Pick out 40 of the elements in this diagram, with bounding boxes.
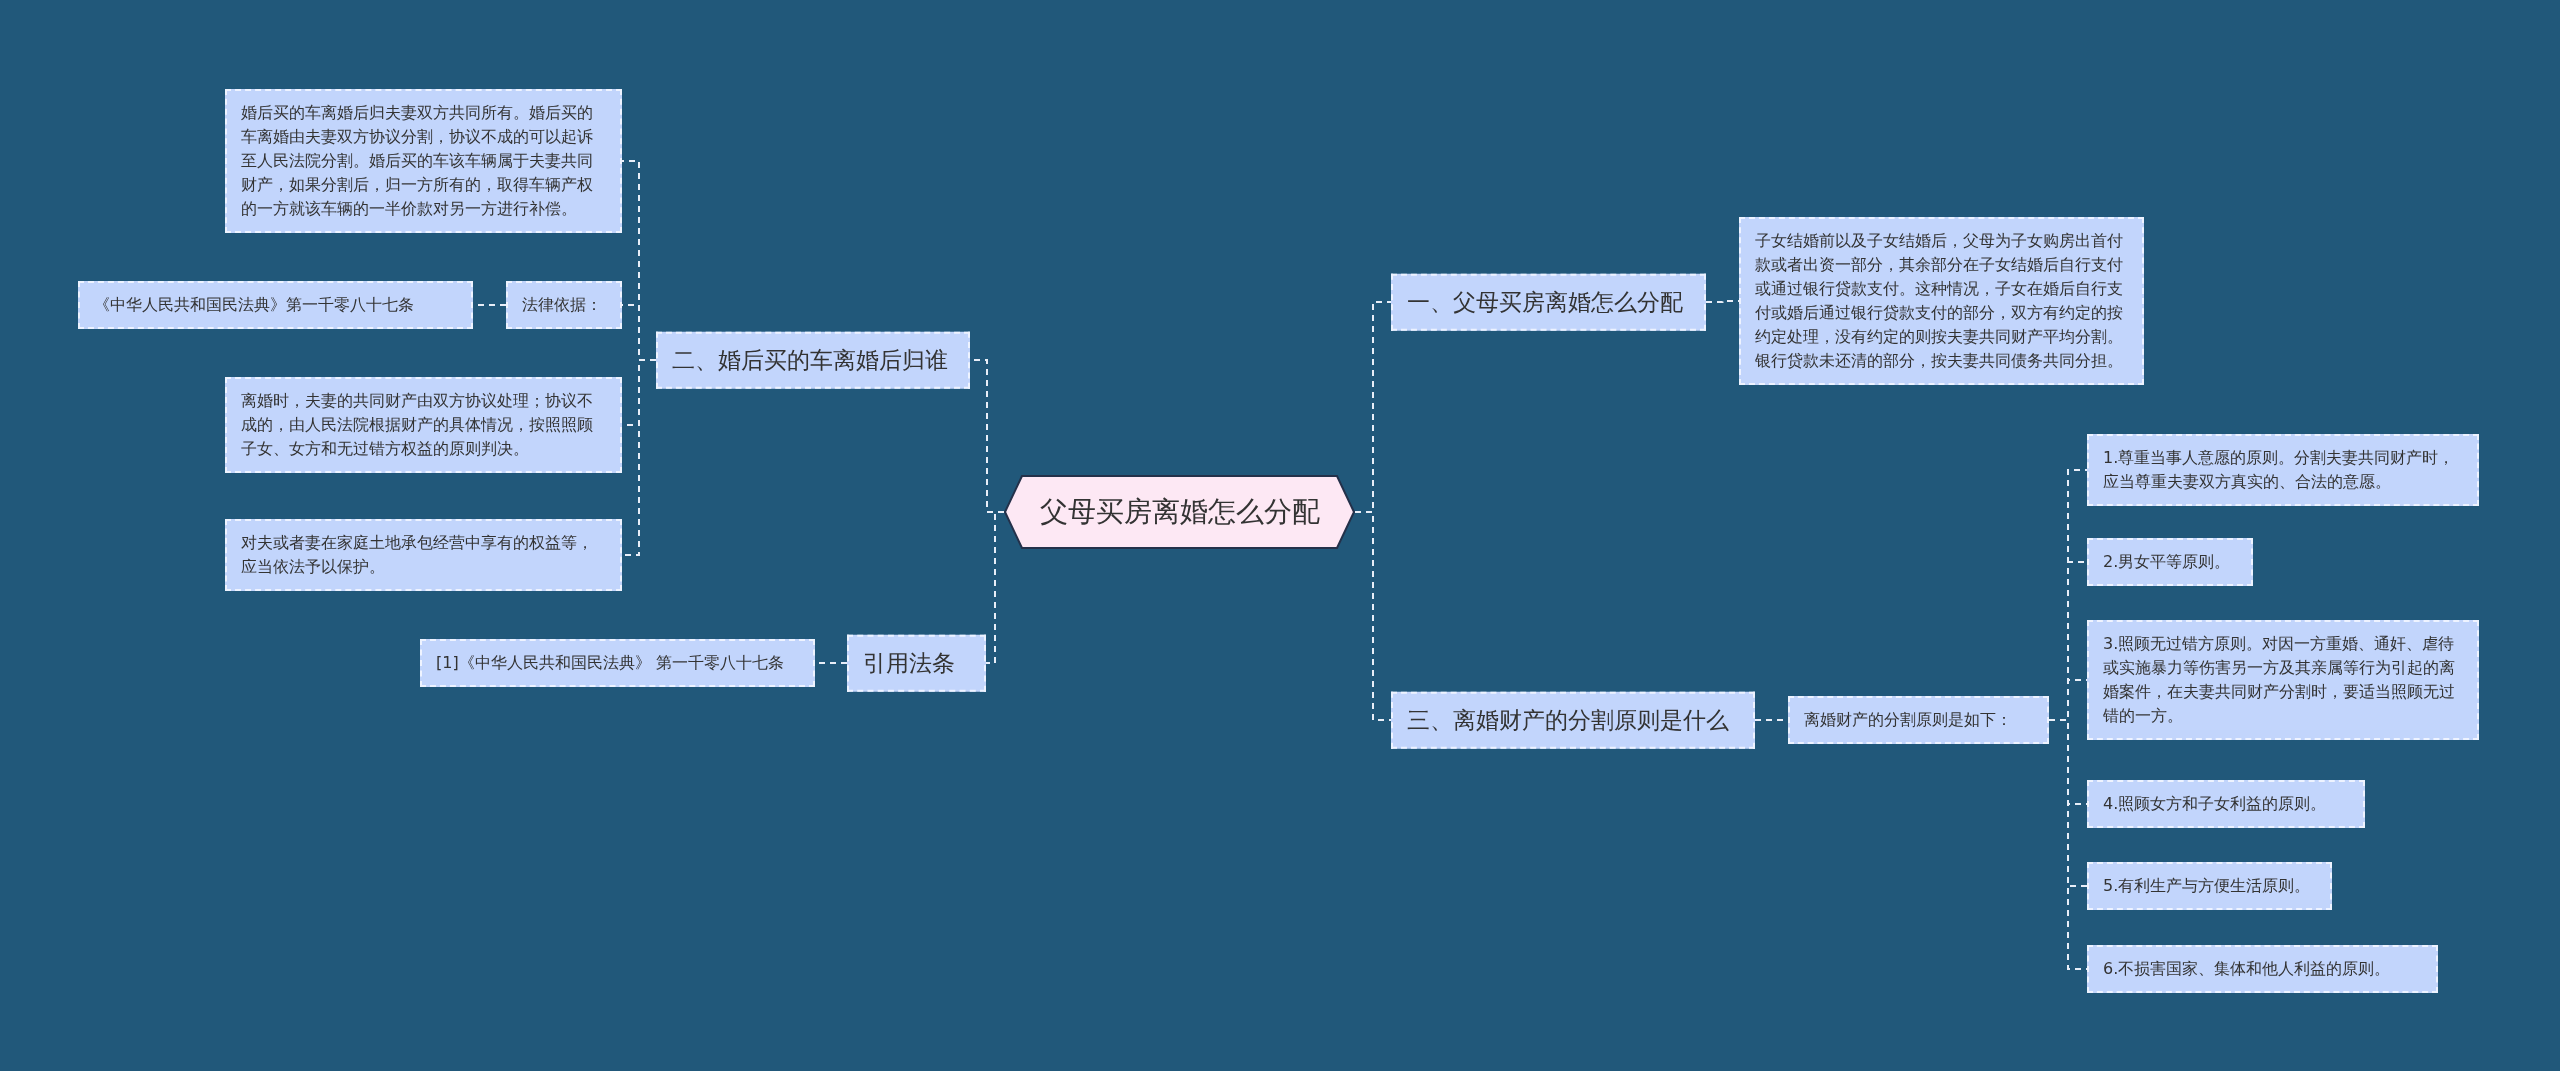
topic-text: 婚后买的车离婚后归夫妻双方共同所有。婚后买的车离婚由夫妻双方协议分割，协议不成的可以起诉至人民法院分割。婚后买的车该车辆属于夫妻共同财产，如果分割后，归一方所有的，取得车辆产权的一方就该车辆的一半价款对另一方进行补偿。 bbox=[241, 102, 594, 220]
topic-text: 引用法条 bbox=[863, 648, 956, 678]
subtopic-box bbox=[2087, 434, 2479, 506]
topic-text: 子女结婚前以及子女结婚后，父母为子女购房出首付款或者出资一部分，其余部分在子女结婚后自行支付或通过银行贷款支付。这种情况，子女在婚后自行支付或婚后通过银行贷款支付的部分，双方有约定的按约定处理，没有约定的则按夫妻共同财产平均分割。银行贷款未还清的部分，按夫妻共同债务共同分担。 bbox=[1755, 230, 2124, 372]
topic-text: 离婚财产的分割原则是如下： bbox=[1804, 709, 2013, 731]
topic-text: 2.男女平等原则。 bbox=[2103, 551, 2232, 573]
central-topic-hexagon bbox=[1004, 475, 1355, 549]
topic-text: 6.不损害国家、集体和他人利益的原则。 bbox=[2103, 958, 2392, 980]
topic-text: 《中华人民共和国民法典》第一千零八十七条 bbox=[94, 294, 415, 316]
subtopic-box bbox=[2087, 945, 2438, 993]
subtopic-box bbox=[2087, 620, 2479, 740]
topic-text: 1.尊重当事人意愿的原则。分割夫妻共同财产时，应当尊重夫妻双方真实的、合法的意愿。 bbox=[2103, 447, 2456, 493]
subtopic-box bbox=[1739, 217, 2144, 385]
subtopic-box bbox=[2087, 538, 2253, 586]
topic-box bbox=[847, 634, 986, 692]
topic-box bbox=[1391, 273, 1706, 331]
topic-text: 离婚时，夫妻的共同财产由双方协议处理；协议不成的，由人民法院根据财产的具体情况，按照照顾子女、女方和无过错方权益的原则判决。 bbox=[241, 390, 594, 460]
topic-text: 法律依据： bbox=[522, 294, 603, 316]
subtopic-box bbox=[420, 639, 815, 687]
central-topic-text: 父母买房离婚怎么分配 bbox=[1039, 494, 1320, 530]
connector-line bbox=[985, 511, 1005, 664]
topic-box bbox=[656, 331, 970, 389]
subtopic-box bbox=[2087, 780, 2365, 828]
subtopic-box bbox=[78, 281, 473, 329]
topic-text: [1]《中华人民共和国民法典》 第一千零八十七条 bbox=[436, 652, 785, 674]
topic-text: 4.照顾女方和子女利益的原则。 bbox=[2103, 793, 2328, 815]
topic-text: 5.有利生产与方便生活原则。 bbox=[2103, 875, 2312, 897]
topic-text: 三、离婚财产的分割原则是什么 bbox=[1407, 705, 1730, 735]
topic-box bbox=[1391, 691, 1755, 749]
subtopic-box bbox=[225, 519, 622, 591]
topic-text: 对夫或者妻在家庭土地承包经营中享有的权益等，应当依法予以保护。 bbox=[241, 532, 594, 578]
topic-text: 二、婚后买的车离婚后归谁 bbox=[672, 345, 949, 375]
subtopic-box bbox=[225, 377, 622, 473]
subtopic-box bbox=[225, 89, 622, 233]
topic-text: 3.照顾无过错方原则。对因一方重婚、通奸、虐待或实施暴力等伤害另一方及其亲属等行为引起的离婚案件，在夫妻共同财产分割时，要适当照顾无过错的一方。 bbox=[2103, 633, 2456, 727]
subtopic-box bbox=[1788, 696, 2049, 744]
subtopic-box bbox=[506, 281, 622, 329]
connector-line bbox=[1354, 511, 1392, 721]
subtopic-box bbox=[2087, 862, 2332, 910]
topic-text: 一、父母买房离婚怎么分配 bbox=[1407, 287, 1684, 317]
